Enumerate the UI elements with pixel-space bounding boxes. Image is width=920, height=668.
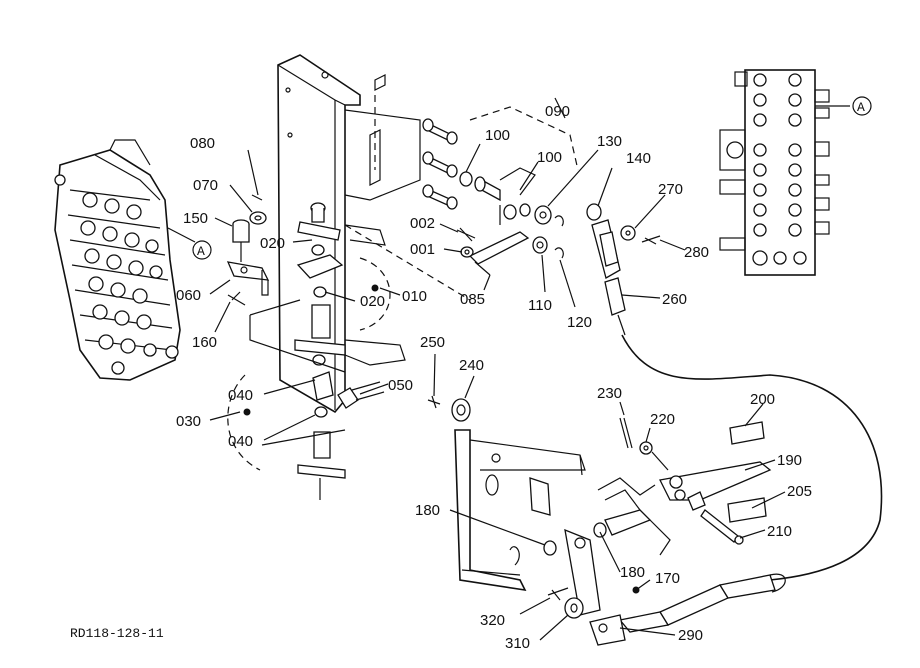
washer-270 (620, 225, 636, 241)
drawing-code: RD118-128-11 (70, 626, 164, 641)
lever-plate-060 (226, 261, 270, 296)
link-rod-085 (468, 231, 530, 276)
foot-pedal (659, 461, 772, 511)
label-120: 120 (567, 314, 592, 331)
label-250: 250 (420, 334, 445, 351)
pin-280 (641, 235, 661, 245)
split-pin-002 (456, 227, 476, 242)
pad-200 (729, 421, 765, 445)
label-190: 190 (777, 452, 802, 469)
label-180-right: 180 (620, 564, 645, 581)
link-lever-assembly (459, 167, 536, 225)
label-290: 290 (678, 627, 703, 644)
washer-240 (451, 398, 471, 422)
washer-310 (564, 597, 584, 619)
label-320: 320 (480, 612, 505, 629)
label-040-lower: 040 (228, 433, 253, 450)
guide-rods (422, 118, 458, 210)
label-270: 270 (658, 181, 683, 198)
label-230: 230 (597, 385, 622, 402)
label-140: 140 (626, 150, 651, 167)
label-260: 260 (662, 291, 687, 308)
label-010: 010 (402, 288, 427, 305)
top-clip (374, 74, 386, 170)
label-085: 085 (460, 291, 485, 308)
label-050: 050 (388, 377, 413, 394)
label-040-upper: 040 (228, 387, 253, 404)
label-160: 160 (192, 334, 217, 351)
spring-clip-320 (509, 546, 569, 601)
label-020-lower: 020 (360, 293, 385, 310)
label-110: 110 (528, 297, 552, 314)
pin-230 (619, 417, 633, 449)
cotter-pin-120 (554, 215, 564, 259)
svg-text:A: A (857, 100, 865, 115)
label-020-upper: 020 (260, 235, 285, 252)
pedal-bracket (454, 429, 586, 592)
label-030: 030 (176, 413, 201, 430)
washer-070 (249, 211, 267, 225)
ref-marker-a-right: A (852, 96, 872, 116)
pad-205 (727, 497, 767, 523)
washer-110 (532, 236, 548, 254)
cable-rod-end (586, 203, 883, 581)
label-070: 070 (193, 177, 218, 194)
yoke-190 (597, 477, 671, 556)
label-180-left: 180 (415, 502, 440, 519)
svg-text:A: A (197, 244, 205, 259)
group-090-bracket-line (469, 106, 579, 171)
label-002: 002 (410, 215, 435, 232)
label-150: 150 (183, 210, 208, 227)
label-001: 001 (410, 241, 435, 258)
label-205: 205 (787, 483, 812, 500)
label-080: 080 (190, 135, 215, 152)
label-280: 280 (684, 244, 709, 261)
mounting-bracket (277, 54, 421, 414)
bolt-150 (232, 219, 250, 262)
label-090: 090 (545, 103, 570, 120)
nut-220 (639, 441, 669, 471)
bolt-050 (337, 381, 385, 409)
label-310: 310 (505, 635, 530, 652)
cable-end-290 (589, 573, 786, 646)
valve-schematic-right (719, 69, 850, 276)
label-100-upper: 100 (485, 127, 510, 144)
label-240: 240 (459, 357, 484, 374)
label-170: 170 (655, 570, 680, 587)
pedal-link-180 (529, 477, 652, 616)
label-130: 130 (597, 133, 622, 150)
label-200: 200 (750, 391, 775, 408)
clip-160 (227, 291, 246, 306)
pin-250 (427, 395, 441, 409)
label-210: 210 (767, 523, 792, 540)
washer-130 (534, 205, 552, 225)
spool-joint-column (227, 202, 391, 500)
leader-lines (209, 97, 786, 641)
pin-080 (251, 194, 263, 201)
part-labels: 080 070 150 060 160 020 020 010 040 030 … (176, 103, 812, 652)
label-060: 060 (176, 287, 201, 304)
label-220: 220 (650, 411, 675, 428)
ref-marker-a-left: A (192, 240, 212, 260)
pin-001 (460, 246, 474, 258)
label-100-lower: 100 (537, 149, 562, 166)
control-valve-block (54, 139, 196, 381)
